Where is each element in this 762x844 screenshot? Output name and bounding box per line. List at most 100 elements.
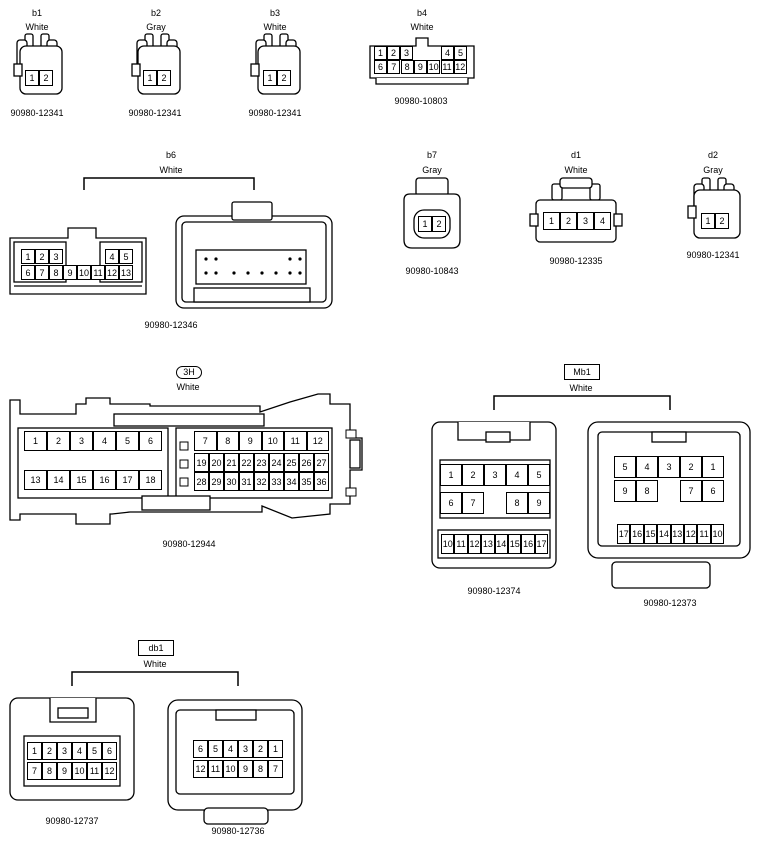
b4-pin: 3 [400,46,413,60]
b6-pin: 11 [91,265,105,280]
b4-pin: 2 [387,46,400,60]
db1-b-pin: 9 [238,760,253,778]
db1-a-pin: 9 [57,762,72,780]
connector-b1-part: 90980-12341 [10,108,64,118]
db1-b-pin: 5 [208,740,223,758]
b6-pin: 12 [105,265,119,280]
mb1-b-pin: 12 [684,524,698,544]
mb1-b-pin: 4 [636,456,658,478]
mb1-a-pin: 15 [508,534,522,554]
3h-pin: 32 [254,472,269,491]
b4-pin: 5 [454,46,467,60]
connector-db1-id: db1 [138,640,174,656]
connector-b6-part: 90980-12346 [144,320,198,330]
mb1-a-pin: 13 [481,534,495,554]
d1-pin: 2 [560,212,577,230]
3h-pin: 28 [194,472,209,491]
db1-a-pin: 3 [57,742,72,760]
mb1-a-pin: 3 [484,464,506,486]
db1-b-pin: 11 [208,760,223,778]
b6-pin: 9 [63,265,77,280]
b4-pin: 10 [427,60,441,74]
b6-pin: 4 [105,249,119,264]
3h-pin: 18 [139,470,162,490]
3h-pin: 21 [224,453,239,472]
b6-pin: 2 [35,249,49,264]
connector-b7-part: 90980-10843 [405,266,459,276]
connector-b3-id: b3 [269,8,280,18]
3h-pin: 16 [93,470,116,490]
3h-pin: 11 [284,431,307,451]
b4-pin: 4 [441,46,454,60]
3h-pin: 33 [269,472,284,491]
connector-b1-id: b1 [31,8,42,18]
db1-a-pin: 12 [102,762,117,780]
b6-pin: 8 [49,265,63,280]
3h-pin: 29 [209,472,224,491]
b6-pin: 3 [49,249,63,264]
mb1-a-pin: 11 [454,534,468,554]
db1-b-pin: 7 [268,760,283,778]
3h-pin: 10 [261,431,284,451]
3h-pin: 31 [239,472,254,491]
mb1-b-pin: 14 [657,524,671,544]
b1-pin: 2 [39,70,53,86]
mb1-a-pin: 5 [528,464,550,486]
db1-b-pin: 4 [223,740,238,758]
mb1-b-pin: 5 [614,456,636,478]
connector-db1-color: White [143,659,167,669]
b4-pin: 11 [440,60,454,74]
3h-pin: 4 [93,431,116,451]
b7-pin: 1 [418,216,432,232]
3h-pin: 6 [139,431,162,451]
3h-pin: 8 [216,431,239,451]
mb1-a-pin: 6 [440,492,462,514]
db1-a-pin: 1 [27,742,42,760]
mb1-a-pin: 4 [506,464,528,486]
connector-b7-id: b7 [426,150,437,160]
3h-pin: 35 [299,472,314,491]
connector-3h-color: White [176,382,200,392]
mb1-a-pin: 2 [462,464,484,486]
mb1-b-pin: 17 [617,524,631,544]
b3-pin: 1 [263,70,277,86]
mb1-b-pin: 9 [614,480,636,502]
connector-b2-id: b2 [150,8,161,18]
mb1-a-pin: 17 [534,534,549,554]
connector-b4-color: White [410,22,434,32]
3h-pin: 22 [239,453,254,472]
mb1-b-pin: 10 [710,524,725,544]
db1-a-pin: 11 [87,762,102,780]
d1-pin: 3 [577,212,594,230]
db1-a-pin: 6 [102,742,117,760]
connector-b4-id: b4 [416,8,427,18]
b6-pin: 7 [35,265,49,280]
3h-pin: 13 [24,470,47,490]
b6-pin: 1 [21,249,35,264]
3h-pin: 26 [299,453,314,472]
3h-pin: 3 [70,431,93,451]
db1-a-pin: 10 [72,762,87,780]
db1-a-pin: 2 [42,742,57,760]
b3-pin: 2 [277,70,291,86]
db1-b-pin: 6 [193,740,208,758]
mb1-a-pin: 14 [494,534,508,554]
connector-3h-id: 3H [176,366,202,379]
3h-pin: 5 [116,431,139,451]
connector-d1-part: 90980-12335 [549,256,603,266]
3h-pin: 25 [284,453,299,472]
mb1-b-pin: 1 [702,456,724,478]
b6-pin: 6 [21,265,35,280]
mb1-b-pin: 3 [658,456,680,478]
connector-db1-b-part: 90980-12736 [211,826,265,836]
connector-mb1-id: Mb1 [564,364,600,380]
mb1-a-pin: 9 [528,492,550,514]
connector-d2-id: d2 [707,150,718,160]
3h-pin: 15 [70,470,93,490]
3h-pin: 7 [194,431,217,451]
mb1-b-pin: 6 [702,480,724,502]
d1-pin: 1 [543,212,560,230]
3h-pin: 19 [194,453,209,472]
connector-b2-part: 90980-12341 [128,108,182,118]
